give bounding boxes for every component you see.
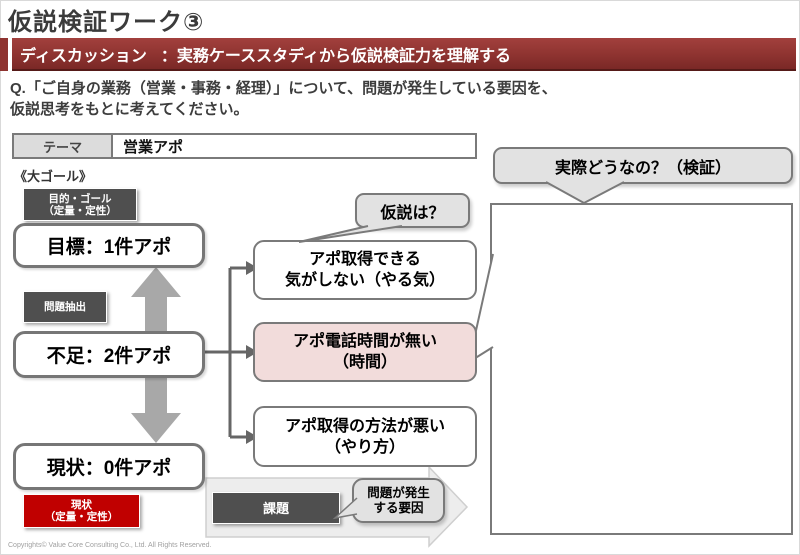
big-goal-heading: 《大ゴール》 xyxy=(14,169,93,184)
issue-tag: 課題 xyxy=(212,492,340,524)
banner-label: ディスカッション xyxy=(20,47,147,65)
connector-arrowhead-middle xyxy=(246,345,258,359)
current-tag-line-2: （定量・定性） xyxy=(44,511,119,523)
hypothesis-3-line-2: （やり方） xyxy=(324,438,405,456)
theme-value-cell: 営業アポ xyxy=(123,138,184,156)
verification-writing-box xyxy=(490,203,793,535)
cause-bubble-line-1: 問題が発生 xyxy=(367,485,430,500)
connector-arrowhead-bottom xyxy=(246,430,258,444)
target-box: 目標：1件アポ xyxy=(13,223,205,268)
current-tag-line-1: 現状 xyxy=(71,499,92,511)
banner-accent-chip xyxy=(0,38,8,71)
copyright-text: Copyrights© Value Core Consulting Co., L… xyxy=(8,542,212,549)
page-title: 仮説検証ワーク③ xyxy=(8,9,205,36)
hypothesis-connector-lines xyxy=(205,266,246,439)
question-line-1: Q.「ご自身の業務（営業・事務・経理）」について、問題が発生している要因を、 xyxy=(10,80,557,97)
theme-label-cell: テーマ xyxy=(14,135,113,157)
goal-tag-line-2: （定量・定性） xyxy=(43,204,117,217)
hypothesis-box-time: アポ電話時間が無い （時間） xyxy=(253,322,477,382)
cause-bubble-line-2: する要因 xyxy=(373,500,424,515)
theme-row: テーマ 営業アポ xyxy=(12,133,477,159)
hypothesis-1-line-1: アポ取得できる xyxy=(309,251,421,268)
verification-question-bubble: 実際どうなの？（検証） xyxy=(493,147,793,184)
current-state-tag: 現状 （定量・定性） xyxy=(23,494,140,528)
question-line-2: 仮説思考をもとに考えてください。 xyxy=(10,101,249,118)
current-state-box: 現状：0件アポ xyxy=(13,443,205,490)
problem-extraction-tag: 問題抽出 xyxy=(23,291,107,323)
hypothesis-box-motivation: アポ取得できる 気がしない（やる気） xyxy=(253,240,477,300)
discussion-banner: ディスカッション ：実務ケーススタディから仮説検証力を理解する xyxy=(12,38,796,71)
banner-description: ：実務ケーススタディから仮説検証力を理解する xyxy=(160,47,511,65)
hypothesis-2-line-2: （時間） xyxy=(332,354,397,371)
cause-bubble: 問題が発生 する要因 xyxy=(352,478,445,523)
hypothesis-2-line-1: アポ電話時間が無い xyxy=(292,333,437,350)
hypothesis-question-bubble: 仮説は？ xyxy=(355,193,470,228)
connector-arrowhead-top xyxy=(246,261,258,275)
gap-box: 不足：2件アポ xyxy=(13,331,205,378)
hypothesis-1-line-2: 気がしない（やる気） xyxy=(284,272,445,289)
goal-tag: 目的・ゴール （定量・定性） xyxy=(23,188,137,221)
hypothesis-3-line-1: アポ取得の方法が悪い xyxy=(284,417,445,435)
question-text: Q.「ご自身の業務（営業・事務・経理）」について、問題が発生している要因を、 仮… xyxy=(10,78,557,120)
hypothesis-box-method: アポ取得の方法が悪い （やり方） xyxy=(253,406,477,467)
goal-tag-line-1: 目的・ゴール xyxy=(48,192,112,205)
